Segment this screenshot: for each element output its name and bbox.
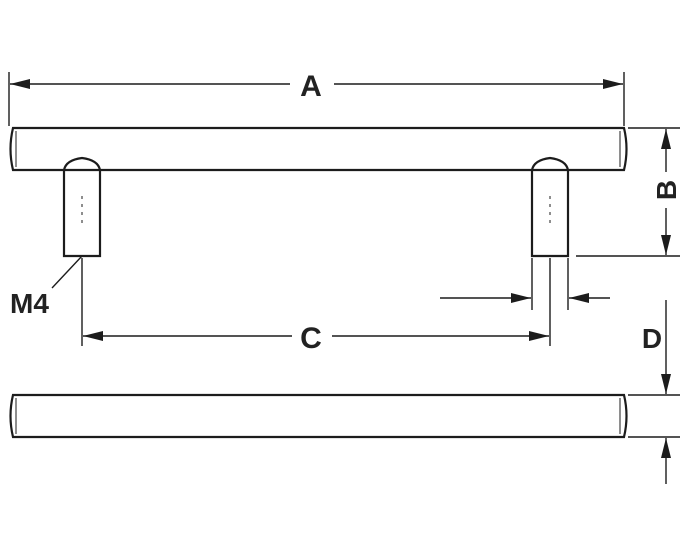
thread-leader-line [51,255,83,289]
label-d: D [642,323,662,354]
dimension-c [81,258,551,354]
handle-side-view [9,393,628,439]
dimension-d [628,300,680,484]
side-bar [9,393,628,439]
dimension-b [576,127,682,257]
dimension-a [8,66,625,126]
label-c: C [300,322,322,355]
leg-left [62,156,102,258]
dimension-leg-diameter [440,258,610,310]
label-a: A [300,70,322,103]
handle-top-view [9,126,628,258]
label-b: B [651,180,682,200]
leg-right [530,156,570,258]
handle-bar [9,126,628,172]
label-thread: M4 [10,288,49,319]
